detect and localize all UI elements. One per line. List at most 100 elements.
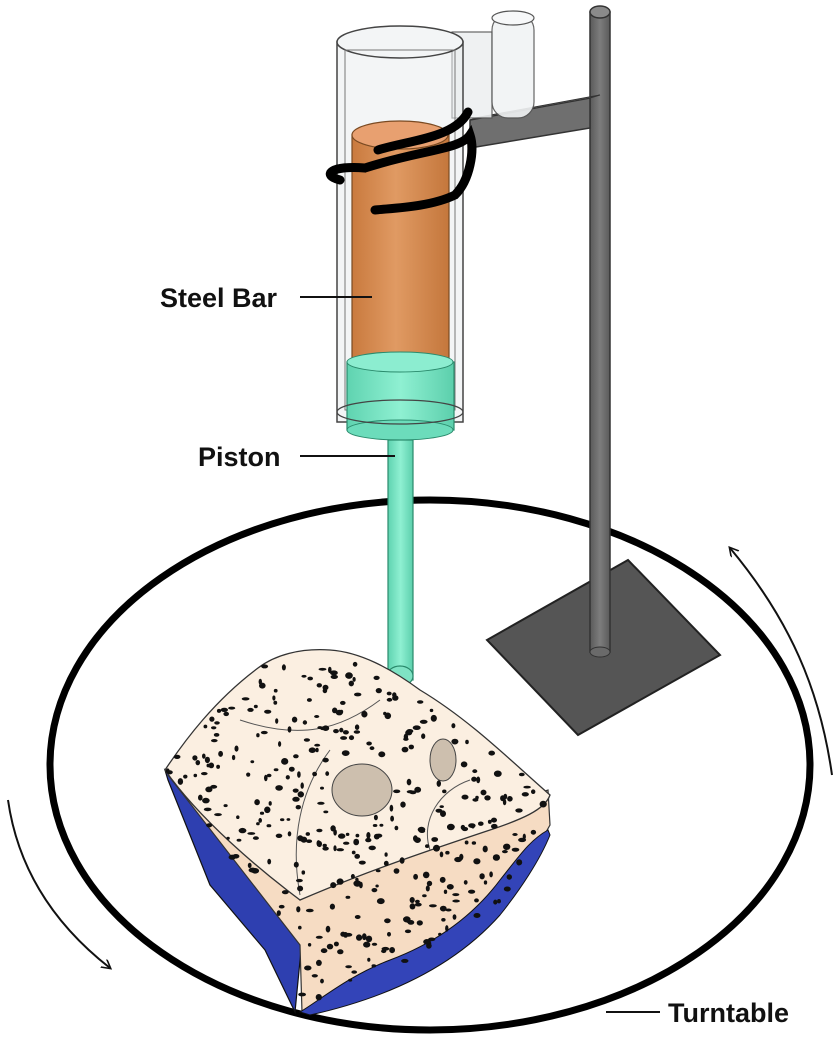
bone-pore: [234, 745, 239, 752]
bone-pore: [305, 832, 310, 836]
bone-pore: [335, 709, 343, 716]
bone-pore: [413, 835, 418, 842]
bone-pore: [312, 771, 317, 777]
bone-pore: [488, 750, 496, 756]
bone-pore: [286, 818, 291, 821]
bone-pore: [264, 709, 272, 714]
bone-pore: [393, 868, 400, 874]
bone-pore: [322, 846, 329, 851]
bone-pore: [452, 914, 457, 920]
bone-pore: [361, 710, 368, 718]
bone-pore: [530, 829, 537, 835]
bone-pore: [473, 858, 481, 865]
bone-pore: [317, 801, 325, 805]
bone-pore: [209, 716, 215, 722]
bone-pore: [264, 774, 268, 782]
bone-pore: [353, 838, 360, 846]
bone-pore: [463, 880, 468, 885]
bone-pore: [322, 688, 328, 694]
bone-pore: [502, 799, 507, 806]
bone-pore: [443, 889, 448, 894]
bone-pore: [292, 796, 300, 802]
bone-pore: [267, 858, 272, 865]
bone-pore: [296, 906, 301, 913]
bone-pore: [206, 823, 213, 828]
bone-pore: [389, 804, 394, 812]
bone-pore: [307, 943, 312, 947]
bone-pore: [433, 844, 440, 852]
bone-pore: [325, 771, 330, 776]
bone-cavity-large: [331, 763, 393, 817]
bone-pore: [439, 905, 447, 912]
tube-clamp-ring: [491, 13, 535, 119]
bone-pore: [368, 845, 376, 851]
bone-pore: [422, 871, 430, 879]
bone-pore: [223, 804, 228, 808]
bone-pore: [280, 818, 285, 822]
bone-pore: [348, 978, 353, 982]
bone-pore: [399, 857, 405, 864]
bone-pore: [354, 853, 361, 859]
bone-pore: [315, 994, 322, 1001]
bone-pore: [276, 910, 281, 916]
glass-tube-top: [336, 25, 464, 59]
bone-pore: [502, 850, 508, 854]
bone-pore: [247, 707, 254, 712]
bone-pore: [307, 676, 314, 681]
bone-pore: [336, 848, 345, 852]
piston-rod: [387, 439, 414, 681]
bone-pore: [476, 776, 481, 784]
bone-pore: [511, 847, 520, 852]
bone-pore: [173, 754, 181, 760]
bone-pore: [301, 870, 306, 875]
bone-pore: [193, 773, 198, 778]
bone-pore: [381, 946, 390, 951]
bone-pore: [461, 826, 469, 832]
bone-pore: [216, 708, 222, 713]
bone-pore: [305, 908, 314, 913]
bone-pore: [268, 801, 272, 806]
bone-pore: [354, 915, 361, 919]
bone-pore: [386, 697, 393, 702]
tube-clamp-ring-top: [491, 10, 535, 26]
bone-pore: [386, 691, 392, 696]
bone-pore: [298, 925, 302, 930]
bone-pore: [379, 823, 384, 827]
bone-pore: [366, 741, 372, 746]
bone-pore: [203, 724, 208, 729]
bone-pore: [461, 794, 469, 800]
bone-pore: [373, 675, 380, 681]
bone-pore: [338, 833, 346, 839]
bone-pore: [329, 903, 335, 910]
bone-pore: [273, 700, 278, 705]
bone-pore: [414, 786, 422, 793]
bone-pore: [426, 880, 433, 887]
bone-pore: [383, 711, 387, 716]
bone-pore: [409, 903, 416, 910]
bone-pore: [375, 884, 379, 888]
bone-pore: [210, 784, 218, 789]
bone-pore: [401, 746, 409, 753]
bone-pore: [423, 939, 431, 945]
bone-pore: [384, 918, 391, 924]
bone-pore: [333, 941, 339, 947]
bone-pore: [297, 885, 304, 892]
bone-pore: [258, 678, 262, 685]
bone-pore: [320, 948, 328, 954]
bone-pore: [246, 772, 251, 777]
bone-pore: [214, 721, 220, 725]
bone-pore: [330, 670, 338, 676]
bone-pore: [392, 692, 397, 698]
bone-pore: [183, 774, 188, 779]
bone-pore: [281, 664, 286, 671]
bone-pore: [226, 836, 230, 840]
bone-pore: [365, 837, 372, 843]
bone-pore: [539, 800, 547, 808]
bone-pore: [202, 753, 206, 759]
bone-pore: [351, 970, 358, 974]
bone-pore: [489, 871, 493, 878]
bone-pore: [406, 778, 412, 786]
bone-pore: [371, 942, 378, 946]
bone-pore: [345, 832, 350, 837]
bone-pore: [518, 772, 525, 777]
